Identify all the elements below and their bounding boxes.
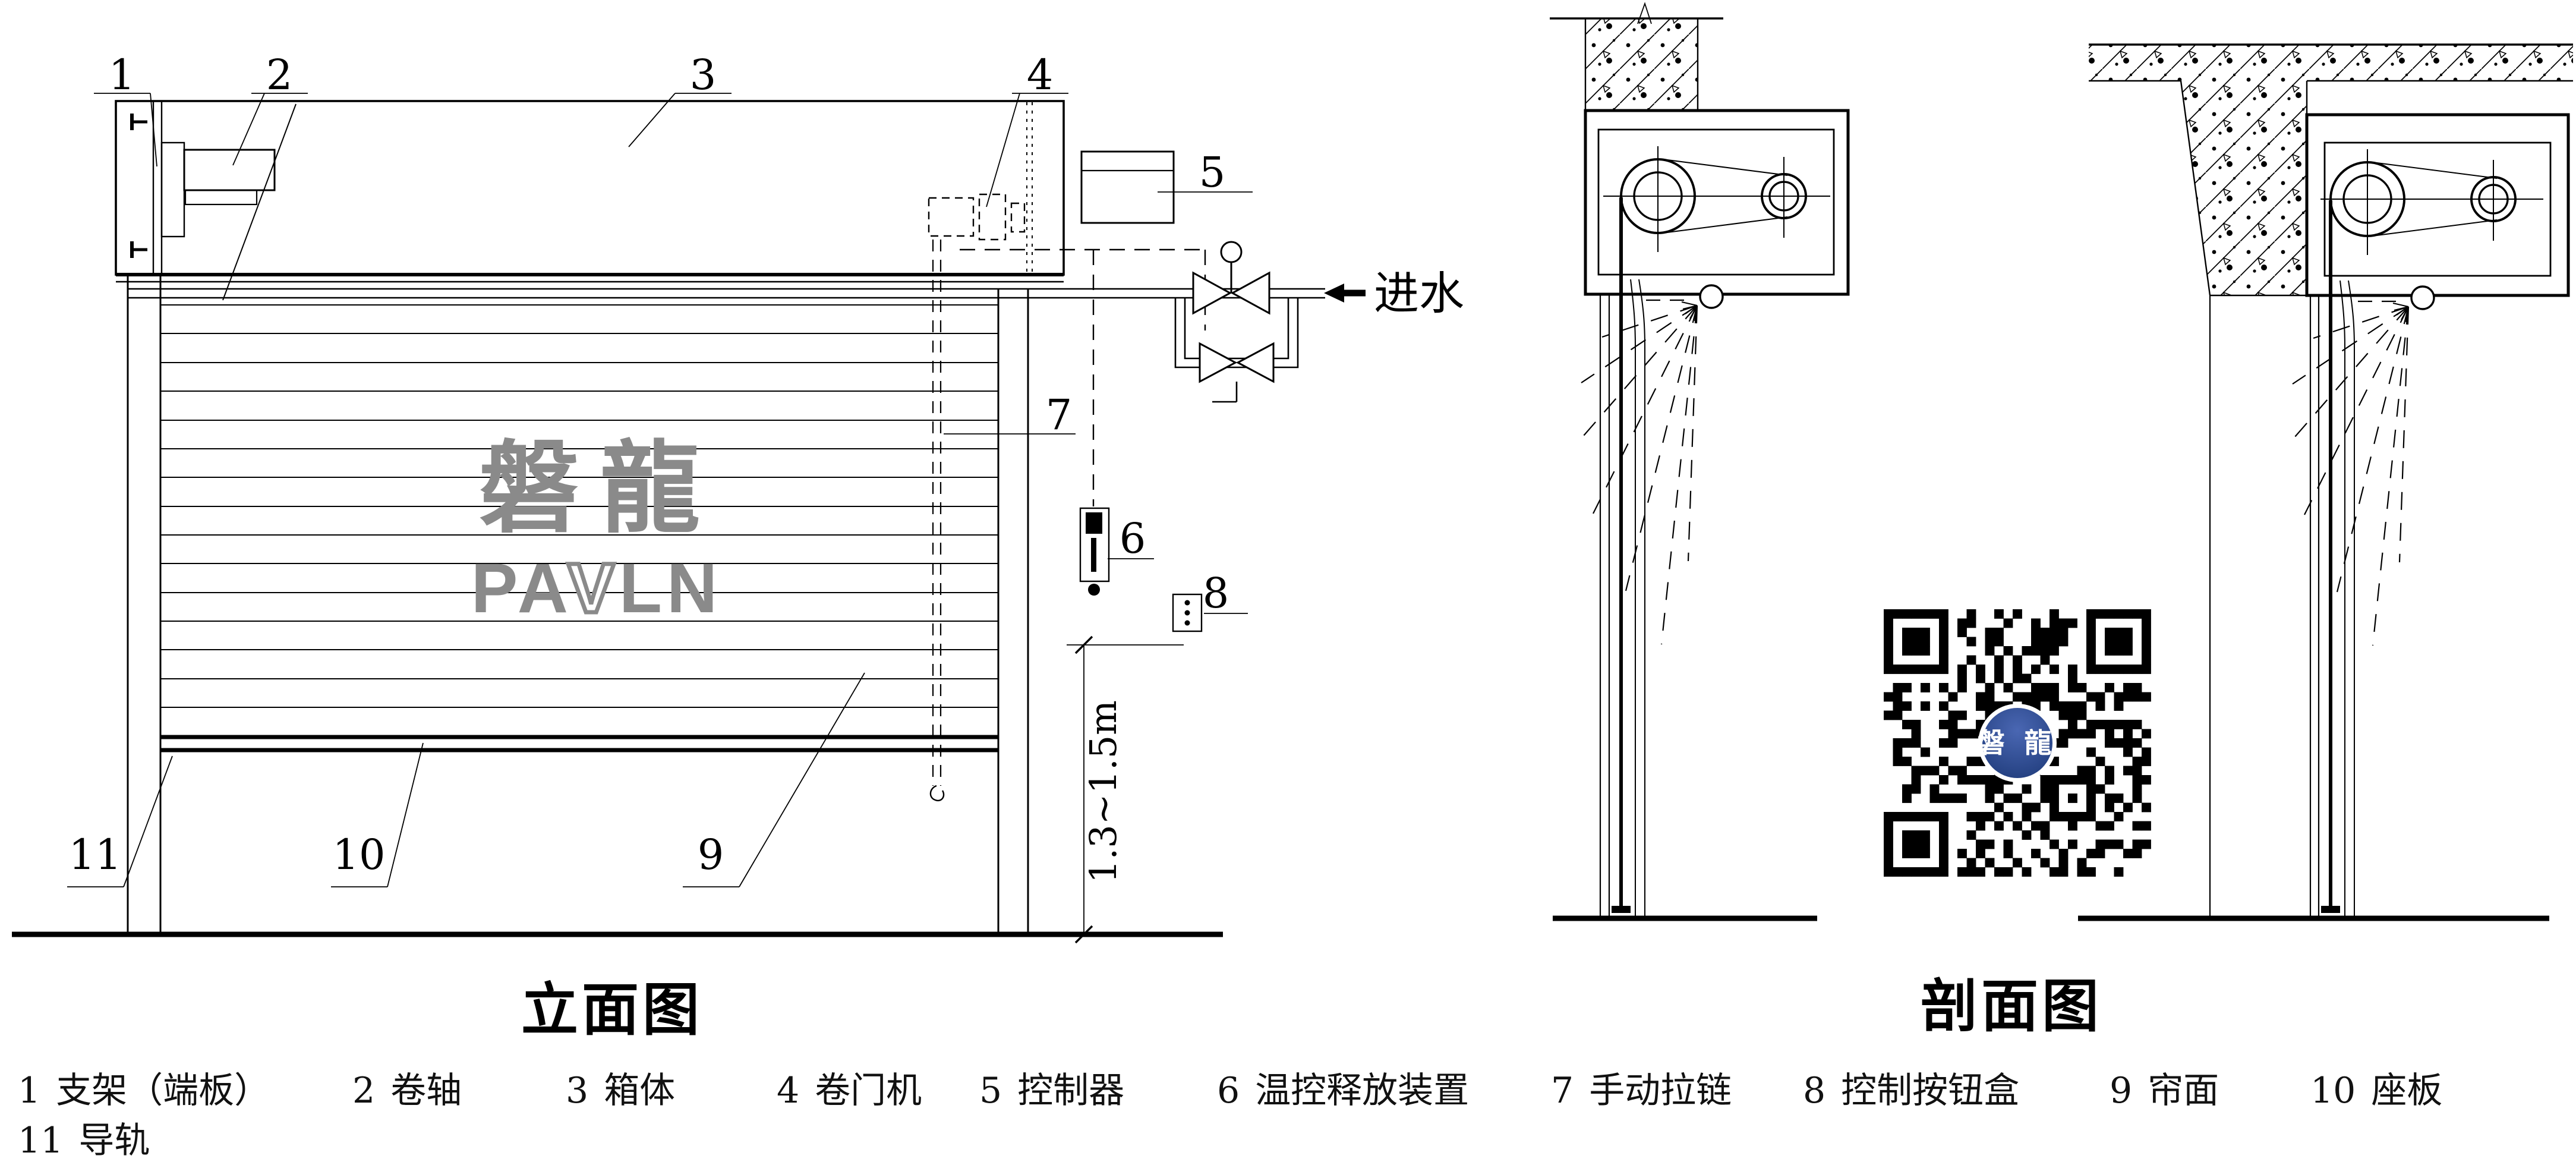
callout-11: 11: [68, 830, 121, 879]
curtain-section: [1599, 197, 1645, 918]
callout-10: 10: [332, 830, 385, 879]
callout-4: 4: [1027, 51, 1054, 99]
guide-rails: [127, 275, 1029, 934]
qr-code: 磐 龍: [1877, 602, 2158, 884]
section-view-1: [1550, 2, 1850, 921]
height-dimension: [1067, 635, 1184, 944]
logo-cn-text: 磐龍: [479, 433, 721, 544]
roller-and-sprocket-2: [2320, 149, 2543, 255]
door-motor-hidden: [928, 102, 1033, 273]
concrete-slab-hatch: [1585, 18, 1698, 111]
brand-logo: 磐龍 PAVLN: [471, 433, 722, 630]
curtain-slats: [160, 304, 998, 708]
callout-3: 3: [690, 51, 717, 99]
elevation-title: 立面图: [521, 978, 703, 1042]
elevation-view: [12, 93, 1366, 944]
thermal-release-device: [1079, 507, 1110, 596]
callout-8: 8: [1203, 569, 1229, 618]
water-piping: [128, 288, 1325, 403]
logo-en-text: PAVLN: [471, 549, 722, 628]
box-section-outline-2: [2305, 113, 2570, 297]
roller-and-sprocket: [1603, 146, 1830, 252]
end-plate-bracket: [130, 101, 163, 275]
spray-pattern: [1575, 299, 1698, 645]
water-inlet-label: 进水: [1374, 267, 1464, 320]
height-dimension-label: 1.3~1.5m: [1082, 700, 1125, 883]
callout-7: 7: [1046, 391, 1073, 439]
curtain-section-2: [2309, 200, 2355, 918]
water-inlet-arrow-icon: [1324, 284, 1366, 303]
valve-lower-bypass: [1199, 342, 1275, 383]
globe-valve-upper: [1192, 241, 1270, 315]
hand-chain: [929, 240, 945, 802]
callout-1: 1: [109, 51, 135, 99]
box-section-outline: [1584, 109, 1850, 296]
callout-numbers: 1 2 3 4 5 6 7 8 9 10 11: [68, 51, 1229, 879]
callout-9: 9: [698, 830, 724, 879]
callout-5: 5: [1199, 148, 1226, 197]
concrete-slab-beam-hatch: [2089, 45, 2573, 295]
bottom-bar: [160, 735, 998, 752]
push-button-box: [1172, 593, 1203, 632]
spray-pattern-2: [2286, 300, 2410, 646]
callout-2: 2: [266, 51, 293, 99]
qr-brand-badge: [1982, 708, 2052, 778]
section-title: 剖面图: [1921, 975, 2102, 1038]
qr-badge-label: 磐 龍: [1978, 728, 2058, 758]
callout-leaders: [67, 93, 1253, 887]
shutter-box-outline: [115, 100, 1065, 301]
section-view-2: [2078, 43, 2573, 921]
controller-box: [1080, 150, 1175, 224]
roller-shaft: [160, 141, 276, 238]
callout-6: 6: [1120, 514, 1146, 563]
